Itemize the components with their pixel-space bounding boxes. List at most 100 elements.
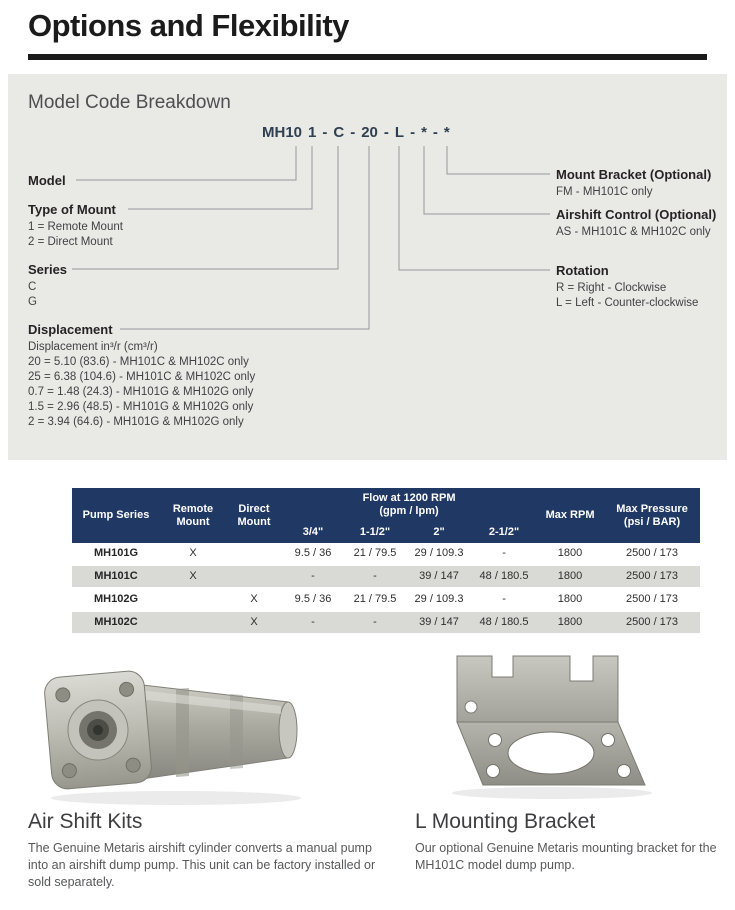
label-line: Displacement in³/r (cm³/r) bbox=[28, 341, 158, 353]
spec-cell: X bbox=[189, 570, 197, 582]
spec-cell: - bbox=[373, 616, 377, 628]
spec-cell: 21 / 79.5 bbox=[353, 547, 397, 559]
spec-cell bbox=[160, 588, 226, 611]
table-row: MH102G X 9.5 / 36 21 / 79.5 29 / 109.3 -… bbox=[72, 588, 701, 611]
label-title: Model bbox=[28, 173, 66, 188]
page-title: Options and Flexibility bbox=[28, 8, 349, 43]
label-title: Mount Bracket (Optional) bbox=[556, 167, 712, 182]
spec-cell: 2500 / 173 bbox=[626, 616, 679, 628]
l-mounting-bracket-description: Our optional Genuine Metaris mounting br… bbox=[415, 841, 717, 872]
col-header-max-rpm: Max RPM bbox=[536, 488, 605, 543]
code-part: - bbox=[410, 124, 416, 141]
code-part: C bbox=[333, 124, 345, 141]
air-shift-kit-image bbox=[44, 670, 301, 805]
spec-cell: X bbox=[189, 547, 197, 559]
col-header-flow-group: Flow at 1200 RPM (gpm / lpm) bbox=[282, 488, 537, 522]
spec-cell: 29 / 109.3 bbox=[414, 547, 464, 559]
table-row: MH101C X - - 39 / 147 48 / 180.5 1800 25… bbox=[72, 565, 701, 588]
spec-cell: 48 / 180.5 bbox=[479, 570, 529, 582]
col-header-size: 1-1/2" bbox=[344, 522, 406, 543]
label-line: 0.7 = 1.48 (24.3) - MH101G & MH102G only bbox=[28, 386, 254, 398]
model-code: MH10 1 - C - 20 - L - * - * bbox=[262, 124, 450, 141]
spec-cell: MH101G bbox=[93, 547, 139, 559]
label-airshift-control: Airshift Control (Optional) AS - MH101C … bbox=[556, 207, 716, 240]
label-line: 1.5 = 2.96 (48.5) - MH101G & MH102G only bbox=[28, 401, 254, 413]
l-mounting-bracket-image bbox=[452, 655, 652, 799]
code-part: MH10 bbox=[262, 124, 303, 141]
label-line: 2 = 3.94 (64.6) - MH101G & MH102G only bbox=[28, 416, 244, 428]
code-part: L bbox=[394, 124, 405, 141]
label-type-of-mount: Type of Mount 1 = Remote Mount 2 = Direc… bbox=[28, 202, 123, 250]
table-row: MH101G X 9.5 / 36 21 / 79.5 29 / 109.3 -… bbox=[72, 543, 701, 565]
label-title: Series bbox=[28, 262, 68, 277]
spec-cell: 9.5 / 36 bbox=[294, 547, 332, 559]
spec-cell: 21 / 79.5 bbox=[353, 593, 397, 605]
spec-cell: - bbox=[311, 616, 315, 628]
pump-spec-table: Pump Series Remote Mount Direct Mount Fl… bbox=[72, 488, 701, 633]
label-line: L = Left - Counter-clockwise bbox=[556, 297, 699, 309]
code-part: - bbox=[383, 124, 389, 141]
label-line: FM - MH101C only bbox=[556, 186, 653, 198]
table-header-row: Pump Series Remote Mount Direct Mount Fl… bbox=[72, 488, 701, 543]
spec-cell: 2500 / 173 bbox=[626, 570, 679, 582]
table-subheader-row: 3/4" 1-1/2" 2" 2-1/2" bbox=[72, 522, 700, 543]
spec-cell: 2500 / 173 bbox=[626, 547, 679, 559]
col-header-direct-mount: Direct Mount bbox=[226, 488, 282, 543]
l-mounting-bracket-title: L Mounting Bracket bbox=[415, 810, 596, 833]
spec-cell: 48 / 180.5 bbox=[479, 616, 529, 628]
col-header-size: 2-1/2" bbox=[472, 522, 537, 543]
col-header-size: 2" bbox=[406, 522, 472, 543]
label-title: Rotation bbox=[556, 263, 609, 278]
air-shift-kits-title: Air Shift Kits bbox=[28, 810, 143, 833]
label-series: Series C G bbox=[28, 262, 67, 310]
spec-cell: MH101C bbox=[94, 570, 138, 582]
col-header-max-pressure: Max Pressure (psi / BAR) bbox=[604, 488, 701, 543]
spec-cell: 1800 bbox=[557, 593, 583, 605]
spec-cell bbox=[226, 543, 282, 565]
col-header-remote-mount: Remote Mount bbox=[160, 488, 226, 543]
section-title: Model Code Breakdown bbox=[28, 92, 231, 113]
spec-cell: 2500 / 173 bbox=[626, 593, 679, 605]
label-line: C bbox=[28, 281, 37, 293]
label-line: 20 = 5.10 (83.6) - MH101C & MH102C only bbox=[28, 356, 249, 368]
label-line: 2 = Direct Mount bbox=[28, 236, 113, 248]
label-displacement: Displacement Displacement in³/r (cm³/r) … bbox=[28, 322, 255, 430]
label-line: 1 = Remote Mount bbox=[28, 221, 123, 233]
code-part: * bbox=[421, 124, 427, 141]
spec-cell: 9.5 / 36 bbox=[294, 593, 332, 605]
title-rule bbox=[28, 54, 707, 60]
col-header-pump-series: Pump Series bbox=[72, 488, 160, 543]
spec-cell: 39 / 147 bbox=[419, 570, 459, 582]
label-title: Type of Mount bbox=[28, 202, 116, 217]
label-line: 25 = 6.38 (104.6) - MH101C & MH102C only bbox=[28, 371, 256, 383]
label-line: R = Right - Clockwise bbox=[556, 282, 667, 294]
spec-cell: MH102C bbox=[94, 616, 138, 628]
code-part: - bbox=[322, 124, 328, 141]
label-rotation: Rotation R = Right - Clockwise L = Left … bbox=[556, 263, 698, 311]
code-part: 1 bbox=[308, 124, 317, 141]
label-mount-bracket: Mount Bracket (Optional) FM - MH101C onl… bbox=[556, 167, 711, 200]
label-line: AS - MH101C & MH102C only bbox=[556, 226, 711, 238]
diagram-connector-lines bbox=[72, 146, 550, 330]
spec-cell: - bbox=[373, 570, 377, 582]
spec-cell bbox=[226, 565, 282, 588]
model-code-panel: Model Code Breakdown MH10 1 - C - 20 - L… bbox=[8, 74, 727, 460]
code-part: * bbox=[443, 124, 450, 141]
code-part: - bbox=[432, 124, 438, 141]
label-title: Displacement bbox=[28, 322, 113, 337]
spec-cell: - bbox=[502, 547, 506, 559]
spec-cell: - bbox=[311, 570, 315, 582]
spec-cell: MH102G bbox=[93, 593, 139, 605]
col-header-size: 3/4" bbox=[282, 522, 344, 543]
label-model: Model bbox=[28, 173, 66, 191]
spec-cell: X bbox=[250, 616, 258, 628]
spec-cell: - bbox=[502, 593, 506, 605]
spec-cell: 1800 bbox=[557, 547, 583, 559]
code-part: - bbox=[350, 124, 356, 141]
label-title: Airshift Control (Optional) bbox=[556, 207, 717, 222]
spec-cell: X bbox=[250, 593, 258, 605]
label-line: G bbox=[28, 296, 37, 308]
table-row: MH102C X - - 39 / 147 48 / 180.5 1800 25… bbox=[72, 611, 701, 633]
code-part: 20 bbox=[361, 124, 378, 141]
spec-cell: 1800 bbox=[557, 616, 583, 628]
